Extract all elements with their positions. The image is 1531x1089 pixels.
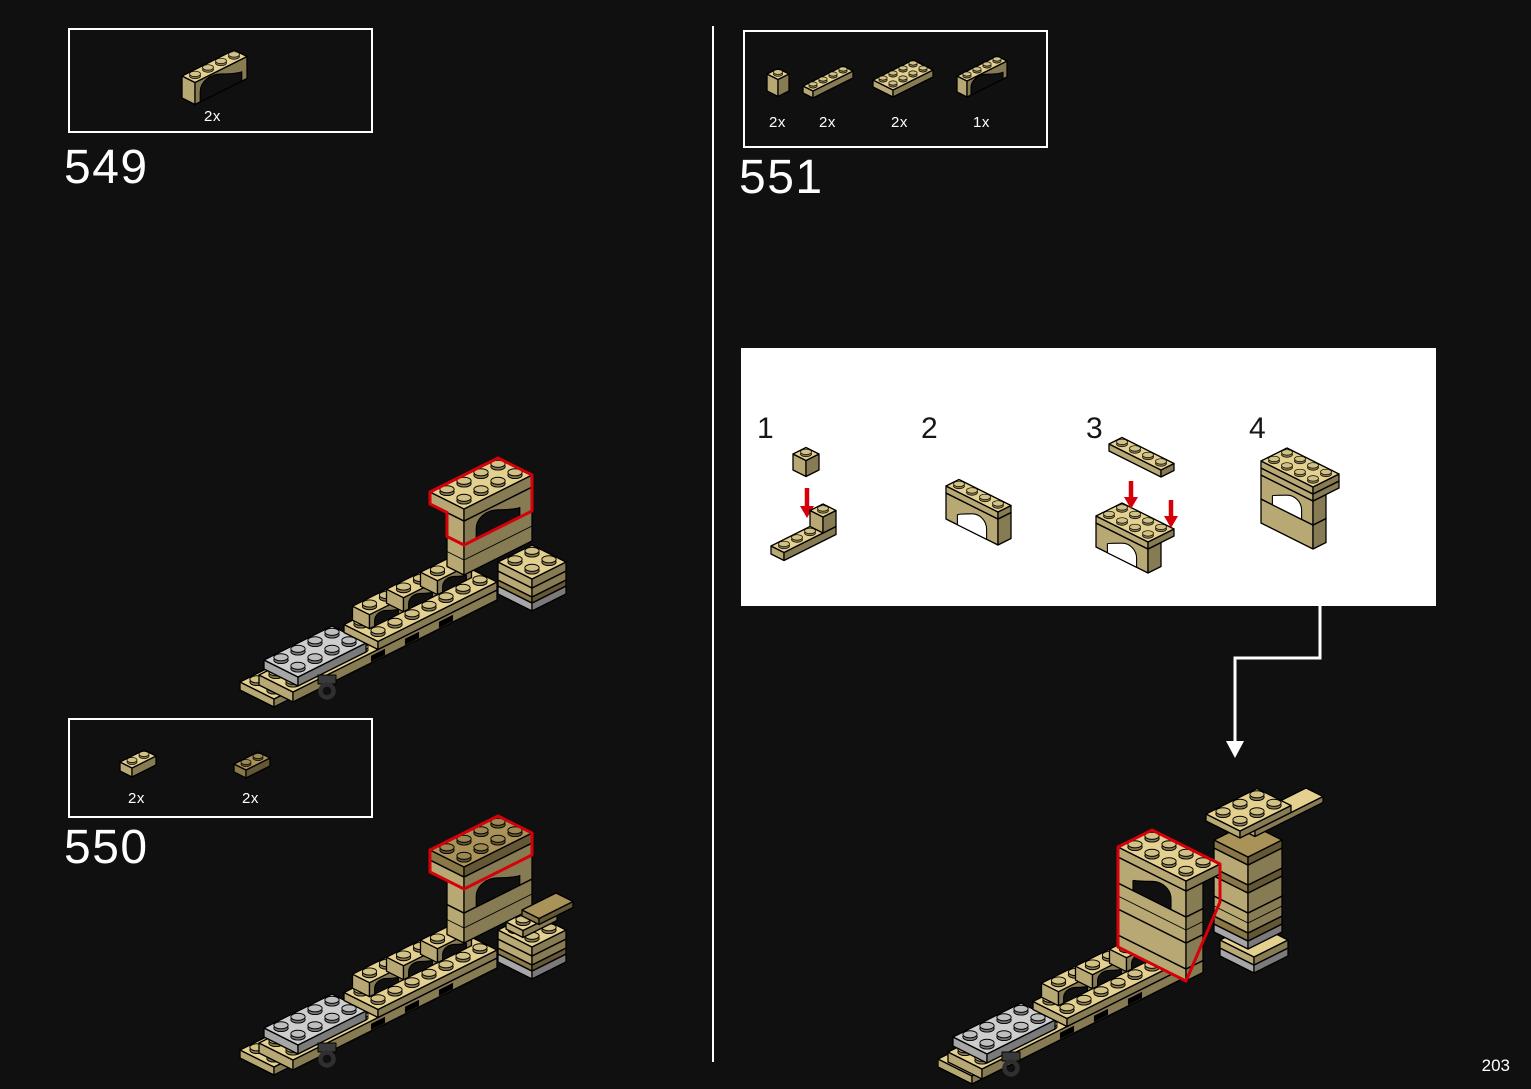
- part-arch-brick-1x4-icon: [956, 55, 1008, 98]
- substep-illustrations: [770, 436, 1340, 574]
- part-tile-1x2-dark-icon: [233, 751, 271, 779]
- step-551-parts-illustration: [766, 55, 1008, 99]
- part-count-label: 2x: [819, 114, 836, 131]
- substep-panel: 1 2 3 4: [741, 348, 1436, 606]
- page-number: 203: [1481, 1056, 1510, 1075]
- part-count-label: 2x: [128, 790, 145, 807]
- part-count-label: 2x: [242, 790, 259, 807]
- part-plate-2x4-icon: [872, 59, 934, 98]
- part-count-label: 1x: [973, 114, 990, 131]
- substep-1-art: [770, 446, 837, 562]
- column-divider: [712, 26, 714, 1062]
- part-count-label: 2x: [769, 114, 786, 131]
- substep-2-art: [945, 478, 1012, 546]
- step-550-parts-illustration: [119, 749, 271, 779]
- assembly-illustration-551: [938, 787, 1324, 1085]
- step-550-number: 550: [64, 821, 149, 874]
- substep-3-number: 3: [1086, 412, 1103, 445]
- assembly-illustration-549: [239, 456, 567, 708]
- substep-4-art: [1260, 447, 1340, 550]
- part-plate-1x4-icon: [802, 65, 854, 99]
- substep-3-art: [1095, 436, 1178, 574]
- substep-1-number: 1: [757, 412, 774, 445]
- assembly-illustration-550: [239, 814, 574, 1076]
- substep-4-number: 4: [1249, 412, 1266, 445]
- step-551-number: 551: [739, 151, 824, 204]
- step-549-number: 549: [64, 141, 149, 194]
- assembly-549: [239, 456, 567, 708]
- part-count-label: 2x: [891, 114, 908, 131]
- step-550-parts-box: 2x 2x: [68, 718, 373, 818]
- assembly-551: [938, 787, 1324, 1085]
- panel-to-assembly-arrow: [1226, 606, 1322, 758]
- step-551-parts-box: 2x 2x 2x 1x: [743, 30, 1048, 148]
- part-arch-brick-1x4-icon: [181, 49, 248, 106]
- step-549-parts-illustration: [181, 49, 248, 106]
- substep-2-number: 2: [921, 412, 938, 445]
- part-plate-1x2-icon: [119, 749, 157, 778]
- part-count-label: 2x: [204, 108, 221, 125]
- step-549-parts-box: 2x: [68, 28, 373, 133]
- assembly-550: [239, 814, 574, 1076]
- part-brick-1x1-icon: [766, 67, 790, 98]
